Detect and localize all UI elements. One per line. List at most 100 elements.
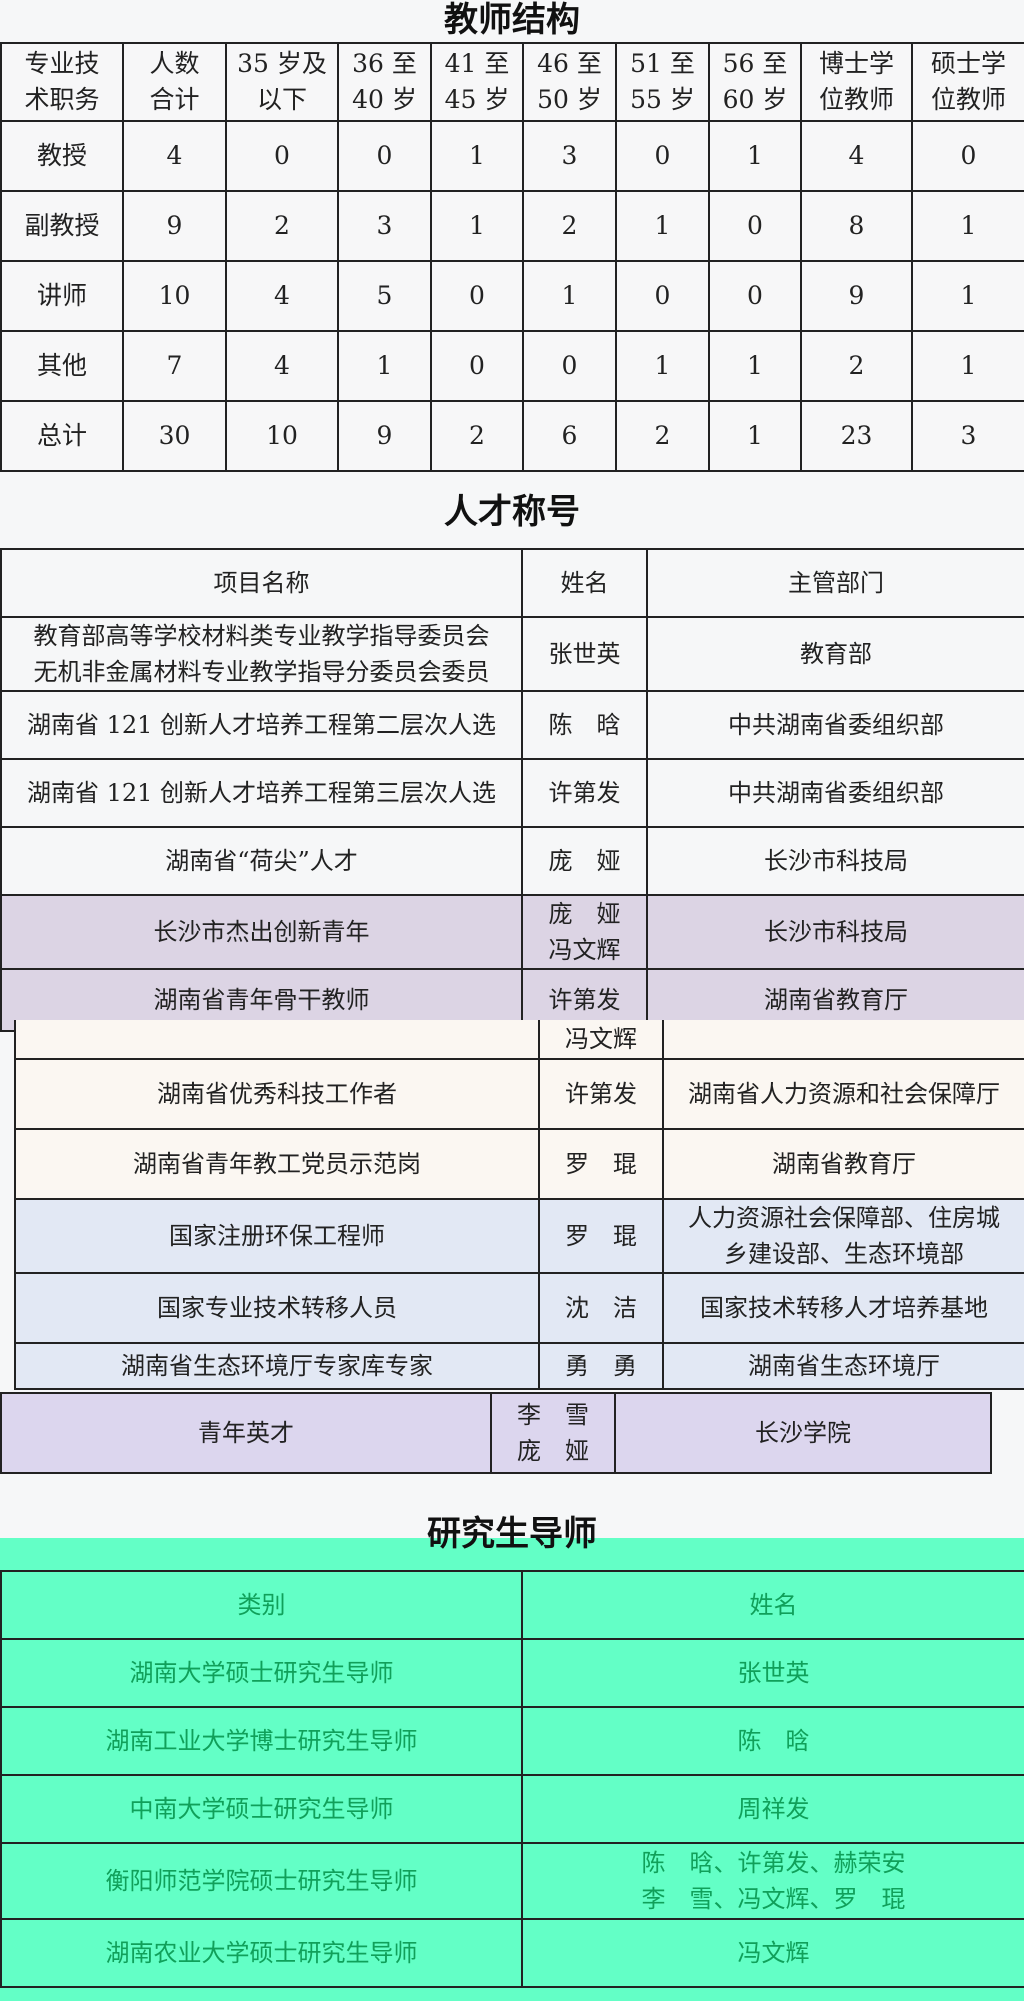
table-cell: 9 <box>800 260 913 332</box>
youth-talent-table: 青年英才 李 雪庞 娅 长沙学院 <box>0 1392 992 1474</box>
table-row: 教育部高等学校材料类专业教学指导委员会无机非金属材料专业教学指导分委员会委员张世… <box>0 616 1024 692</box>
table-cell: 副教授 <box>0 190 124 262</box>
table-cell: 1 <box>708 330 802 402</box>
table-cell: 4 <box>122 120 227 192</box>
supervisor-table: 类别姓名湖南大学硕士研究生导师张世英湖南工业大学博士研究生导师陈 晗中南大学硕士… <box>0 1570 1024 1988</box>
person-name: 罗 琨 <box>538 1128 664 1200</box>
person-name: 许第发 <box>538 1058 664 1130</box>
table-cell: 23 <box>800 400 913 472</box>
supervisor-names: 周祥发 <box>521 1774 1024 1844</box>
table-row: 衡阳师范学院硕士研究生导师陈 晗、许第发、赫荣安李 雪、冯文辉、罗 琨 <box>0 1842 1024 1920</box>
department: 教育部 <box>646 616 1024 692</box>
structure-title: 教师结构 <box>444 0 580 40</box>
table-cell: 1 <box>430 190 524 262</box>
table-cell: 0 <box>522 330 617 402</box>
column-header: 主管部门 <box>646 548 1024 618</box>
person-name: 沈 洁 <box>538 1272 664 1344</box>
talent-table: 项目名称姓名主管部门教育部高等学校材料类专业教学指导委员会无机非金属材料专业教学… <box>0 548 1024 1032</box>
department: 湖南省人力资源和社会保障厅 <box>662 1058 1024 1130</box>
project-name: 湖南省优秀科技工作者 <box>14 1058 540 1130</box>
table-cell: 1 <box>522 260 617 332</box>
table-row: 湖南农业大学硕士研究生导师冯文辉 <box>0 1918 1024 1988</box>
project-name: 湖南省生态环境厅专家库专家 <box>14 1342 540 1390</box>
project-name: 湖南省 121 创新人才培养工程第三层次人选 <box>0 758 523 828</box>
department: 国家技术转移人才培养基地 <box>662 1272 1024 1344</box>
table-cell: 1 <box>337 330 432 402</box>
person-name: 张世英 <box>521 616 648 692</box>
table-cell: 2 <box>615 400 710 472</box>
table-row: 湖南省“荷尖”人才庞 娅长沙市科技局 <box>0 826 1024 896</box>
person-name: 庞 娅 <box>521 826 648 896</box>
table-cell: 0 <box>430 330 524 402</box>
table-header-row: 类别姓名 <box>0 1570 1024 1640</box>
table-row: 湖南省优秀科技工作者许第发湖南省人力资源和社会保障厅 <box>14 1058 1024 1130</box>
supervisor-names: 陈 晗 <box>521 1706 1024 1776</box>
column-header: 姓名 <box>521 1570 1024 1640</box>
table-row: 青年英才 李 雪庞 娅 长沙学院 <box>0 1392 992 1474</box>
table-cell: 9 <box>337 400 432 472</box>
table-row: 国家专业技术转移人员沈 洁国家技术转移人才培养基地 <box>14 1272 1024 1344</box>
column-header: 项目名称 <box>0 548 523 618</box>
table-row: 湖南省 121 创新人才培养工程第二层次人选陈 晗中共湖南省委组织部 <box>0 690 1024 760</box>
table-cell: 教授 <box>0 120 124 192</box>
table-cell: 10 <box>225 400 339 472</box>
department: 中共湖南省委组织部 <box>646 690 1024 760</box>
table-cell: 4 <box>225 260 339 332</box>
table-cell: 3 <box>911 400 1024 472</box>
table-cell: 1 <box>708 120 802 192</box>
table-cell: 0 <box>615 120 710 192</box>
youth-project: 青年英才 <box>0 1392 492 1474</box>
supervisor-category: 湖南农业大学硕士研究生导师 <box>0 1918 523 1988</box>
table-cell: 1 <box>430 120 524 192</box>
project-name <box>14 1020 540 1060</box>
project-name: 湖南省青年教工党员示范岗 <box>14 1128 540 1200</box>
supervisor-title: 研究生导师 <box>427 1514 597 1554</box>
table-cell: 2 <box>800 330 913 402</box>
project-name: 教育部高等学校材料类专业教学指导委员会无机非金属材料专业教学指导分委员会委员 <box>0 616 523 692</box>
table-cell: 1 <box>708 400 802 472</box>
person-name: 罗 琨 <box>538 1198 664 1274</box>
person-name: 许第发 <box>521 758 648 828</box>
supervisor-category: 湖南工业大学博士研究生导师 <box>0 1706 523 1776</box>
table-row: 长沙市杰出创新青年庞 娅冯文辉长沙市科技局 <box>0 894 1024 970</box>
table-cell: 5 <box>337 260 432 332</box>
column-header: 博士学位教师 <box>800 42 913 122</box>
project-name: 湖南省 121 创新人才培养工程第二层次人选 <box>0 690 523 760</box>
table-cell: 4 <box>225 330 339 402</box>
department: 中共湖南省委组织部 <box>646 758 1024 828</box>
table-cell: 0 <box>615 260 710 332</box>
table-cell: 1 <box>615 330 710 402</box>
person-name: 勇 勇 <box>538 1342 664 1390</box>
table-cell: 8 <box>800 190 913 262</box>
department: 人力资源社会保障部、住房城乡建设部、生态环境部 <box>662 1198 1024 1274</box>
supervisor-names: 冯文辉 <box>521 1918 1024 1988</box>
youth-names: 李 雪庞 娅 <box>490 1392 616 1474</box>
table-cell: 6 <box>522 400 617 472</box>
table-row: 中南大学硕士研究生导师周祥发 <box>0 1774 1024 1844</box>
table-cell: 2 <box>430 400 524 472</box>
project-name: 国家注册环保工程师 <box>14 1198 540 1274</box>
table-cell: 2 <box>522 190 617 262</box>
project-name: 国家专业技术转移人员 <box>14 1272 540 1344</box>
table-cell: 0 <box>337 120 432 192</box>
table-cell: 0 <box>430 260 524 332</box>
person-name: 陈 晗 <box>521 690 648 760</box>
supervisor-category: 湖南大学硕士研究生导师 <box>0 1638 523 1708</box>
department: 长沙市科技局 <box>646 826 1024 896</box>
talent-title: 人才称号 <box>444 492 580 532</box>
table-cell: 0 <box>708 190 802 262</box>
column-header: 35 岁及以下 <box>225 42 339 122</box>
project-name: 长沙市杰出创新青年 <box>0 894 523 970</box>
supervisor-names: 陈 晗、许第发、赫荣安李 雪、冯文辉、罗 琨 <box>521 1842 1024 1920</box>
column-header: 类别 <box>0 1570 523 1640</box>
table-cell: 3 <box>522 120 617 192</box>
person-name: 庞 娅冯文辉 <box>521 894 648 970</box>
table-cell: 9 <box>122 190 227 262</box>
